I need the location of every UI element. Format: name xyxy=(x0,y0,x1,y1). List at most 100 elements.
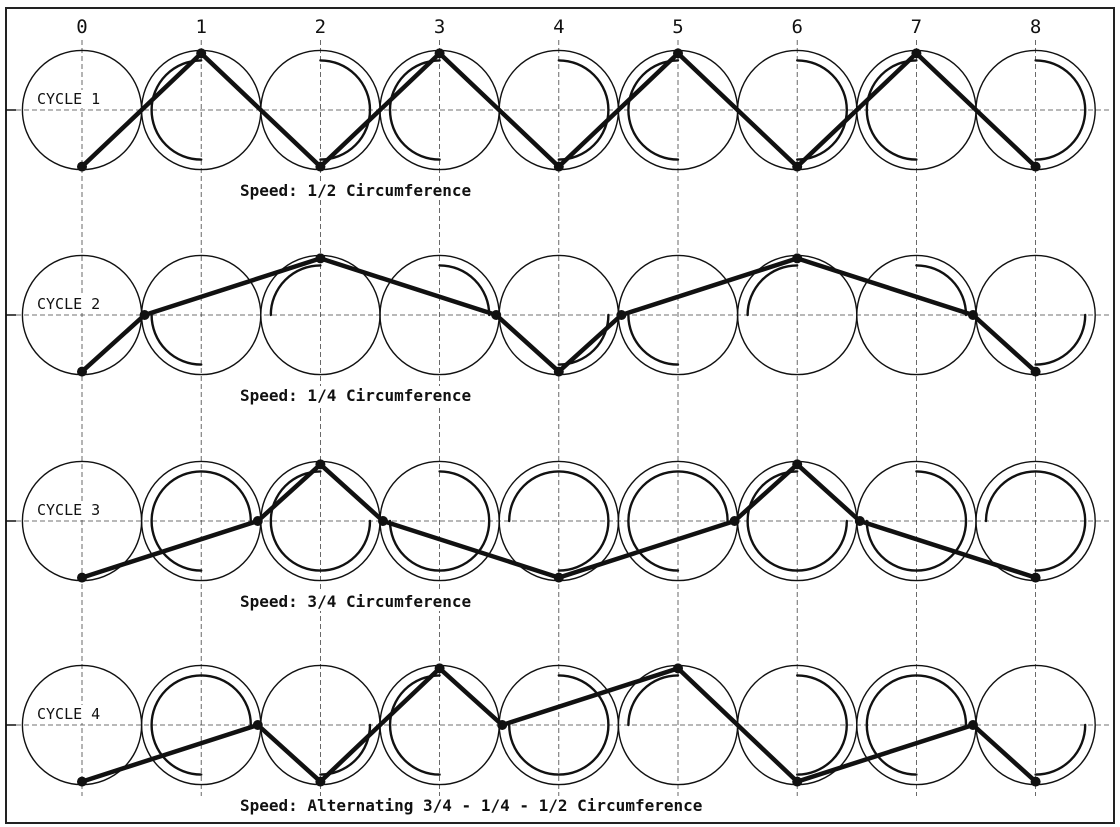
path-point xyxy=(315,161,326,172)
path-point xyxy=(77,161,87,172)
rotation-arc xyxy=(557,59,610,161)
rotation-arc xyxy=(508,674,610,776)
path-point xyxy=(673,48,683,59)
rotation-arc xyxy=(269,264,322,317)
rotation-arc xyxy=(627,470,729,572)
rotation-arc xyxy=(150,470,252,572)
path-point xyxy=(252,720,263,730)
cycle-label-1: CYCLE 1 xyxy=(37,90,100,108)
rotation-arc xyxy=(627,59,680,161)
path-point xyxy=(553,366,564,377)
path-point xyxy=(1030,776,1041,787)
path-segment xyxy=(318,51,442,169)
rotation-arc xyxy=(388,674,441,776)
column-label-4: 4 xyxy=(553,16,564,38)
column-label-6: 6 xyxy=(791,16,802,38)
speed-caption-bg-2 xyxy=(237,386,475,405)
path-segment xyxy=(437,51,562,169)
column-label-7: 7 xyxy=(911,16,922,38)
rotation-arc xyxy=(1034,723,1087,776)
path-point xyxy=(77,366,87,377)
path-segment xyxy=(556,312,624,374)
path-point xyxy=(1030,572,1041,583)
rotation-arc xyxy=(388,470,491,572)
path-point xyxy=(1030,366,1041,377)
rotation-arc xyxy=(865,674,968,776)
rotation-arc xyxy=(150,59,203,161)
rotation-arc xyxy=(865,59,918,161)
path-segment xyxy=(318,256,499,318)
path-segment xyxy=(79,51,204,169)
rotation-arc xyxy=(627,313,680,366)
rotation-arc xyxy=(865,470,968,572)
column-label-1: 1 xyxy=(195,16,206,38)
path-point xyxy=(1030,161,1041,172)
column-label-0: 0 xyxy=(76,16,87,38)
column-label-3: 3 xyxy=(434,16,445,38)
path-point xyxy=(315,253,326,264)
path-point xyxy=(196,48,207,59)
path-point xyxy=(139,310,150,320)
path-segment xyxy=(142,256,323,318)
cycle-label-3: CYCLE 3 xyxy=(37,501,100,519)
path-segment xyxy=(675,51,800,169)
path-point xyxy=(252,516,263,526)
rotation-arc xyxy=(1034,313,1087,366)
path-segment xyxy=(437,666,505,728)
cycle-label-bg-1 xyxy=(35,90,103,108)
path-point xyxy=(968,310,978,320)
path-segment xyxy=(857,518,1038,580)
path-segment xyxy=(794,51,919,169)
path-segment xyxy=(794,462,863,524)
rotation-arc xyxy=(627,674,680,727)
speed-caption-1: Speed: 1/2 Circumference xyxy=(240,181,471,200)
path-segment xyxy=(255,462,323,524)
path-point xyxy=(77,776,87,787)
path-point xyxy=(616,310,627,320)
cycle-label-bg-2 xyxy=(35,295,103,313)
path-point xyxy=(491,310,502,320)
path-point xyxy=(77,572,87,583)
rotation-arc xyxy=(388,59,441,161)
path-point xyxy=(378,516,388,526)
column-label-8: 8 xyxy=(1030,16,1041,38)
rotation-arc xyxy=(150,313,203,366)
cycle-label-bg-4 xyxy=(35,705,103,723)
labels-layer: 0 1 2 3 4 5 6 7 8 CYCLE 1 CYCLE 2 CYCLE … xyxy=(35,16,1041,815)
path-segment xyxy=(556,518,737,580)
rotation-arc xyxy=(915,264,968,317)
path-point xyxy=(792,459,803,470)
path-segment xyxy=(732,462,800,524)
path-segment xyxy=(79,312,147,374)
path-point xyxy=(553,161,564,172)
rotation-arc xyxy=(438,264,491,317)
path-segment xyxy=(318,666,442,784)
rotation-arc xyxy=(1034,59,1087,161)
cycle-label-2: CYCLE 2 xyxy=(37,295,100,313)
column-label-2: 2 xyxy=(315,16,326,38)
cycle-label-4: CYCLE 4 xyxy=(37,705,100,723)
rotation-arc xyxy=(746,470,848,572)
rotation-arc xyxy=(269,470,372,572)
path-segment xyxy=(318,462,386,524)
path-segment xyxy=(794,722,976,784)
path-segment xyxy=(970,312,1038,374)
path-segment xyxy=(970,722,1038,784)
path-point xyxy=(434,663,445,674)
path-point xyxy=(792,253,803,264)
cycle-label-bg-3 xyxy=(35,501,103,519)
rotation-arc xyxy=(508,470,610,572)
path-point xyxy=(434,48,445,59)
rotation-arc xyxy=(796,59,848,161)
frame-border xyxy=(5,7,1115,824)
rotation-arc xyxy=(796,674,848,776)
path-segment xyxy=(79,518,261,580)
path-segment xyxy=(619,256,800,318)
path-segment xyxy=(914,51,1038,169)
path-point xyxy=(315,459,326,470)
speed-caption-2: Speed: 1/4 Circumference xyxy=(240,386,471,405)
path-point xyxy=(315,776,326,787)
paths-layer xyxy=(77,48,1087,787)
speed-caption-bg-4 xyxy=(237,796,706,815)
